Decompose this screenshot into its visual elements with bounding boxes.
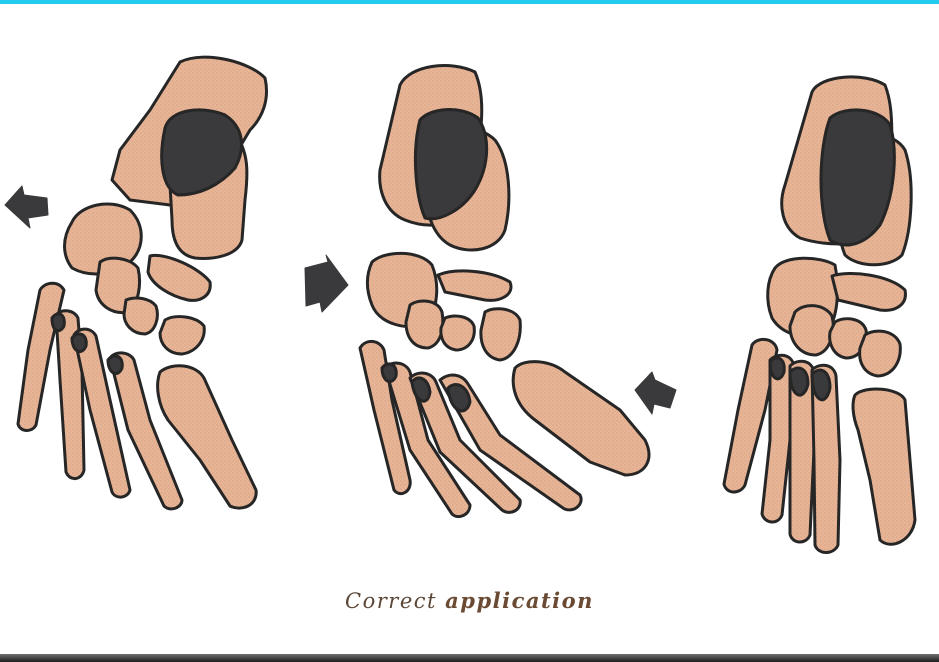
bottom-border	[0, 654, 939, 662]
middle-cuneiform-1	[438, 271, 511, 300]
right-joint-mark-3	[812, 370, 830, 400]
right-foot-panel	[635, 77, 915, 553]
middle-cuboid	[481, 309, 520, 360]
left-joint-mark-3	[108, 356, 122, 374]
left-joint-mark-2	[72, 334, 86, 352]
right-cuneiform-1	[832, 274, 905, 311]
left-foot-panel	[5, 57, 267, 509]
left-arrow-icon	[5, 186, 48, 228]
left-cuneiform-3	[124, 298, 157, 334]
right-cuboid	[860, 331, 901, 376]
left-cuboid	[160, 317, 204, 354]
figure-caption: Correct application	[0, 588, 939, 613]
middle-arrow-icon	[305, 255, 348, 312]
right-metatarsal-1	[853, 389, 915, 544]
middle-joint-mark-1	[382, 364, 396, 382]
middle-foot-panel	[305, 66, 649, 517]
caption-word-application: application	[445, 588, 594, 613]
middle-cuneiform-3	[441, 316, 474, 350]
middle-cuneiform-2	[406, 301, 443, 348]
caption-word-correct: Correct	[345, 589, 437, 613]
left-cuneiform-1	[148, 255, 210, 300]
right-cuneiform-2	[790, 306, 833, 355]
left-joint-mark-1	[52, 314, 64, 331]
right-joint-mark-1	[770, 358, 784, 379]
right-arrow-icon	[635, 372, 676, 414]
middle-metatarsal-1	[513, 362, 649, 475]
right-joint-mark-2	[790, 368, 808, 395]
